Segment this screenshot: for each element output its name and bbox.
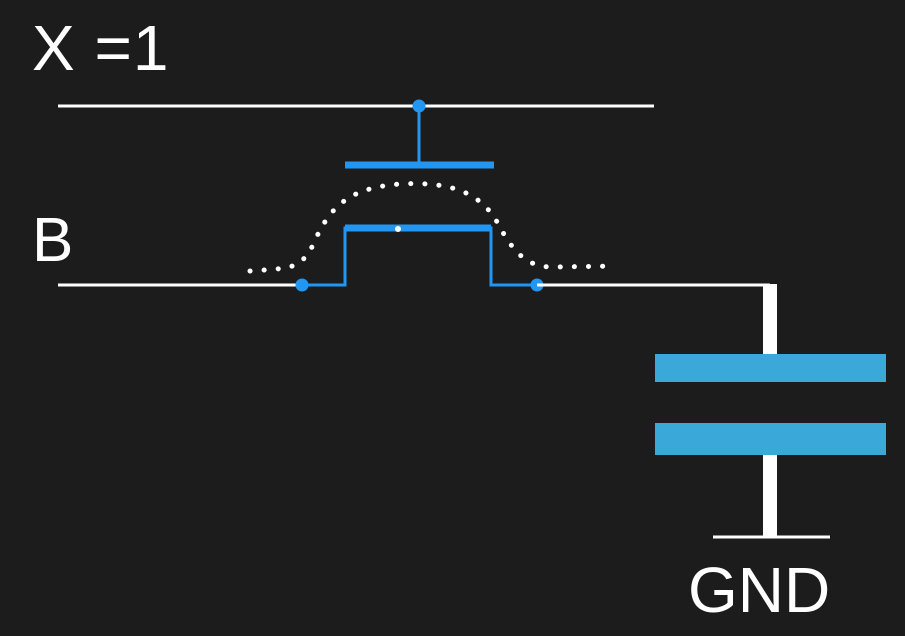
- transistor-channel: [302, 226, 537, 287]
- capacitor-top-plate: [655, 354, 886, 382]
- word-line-label: X =1: [32, 12, 170, 84]
- channel-center-dot: [395, 226, 401, 232]
- bit-line-label: B: [32, 206, 74, 275]
- capacitor-bottom-plate: [655, 423, 886, 455]
- ground-label: GND: [688, 554, 831, 626]
